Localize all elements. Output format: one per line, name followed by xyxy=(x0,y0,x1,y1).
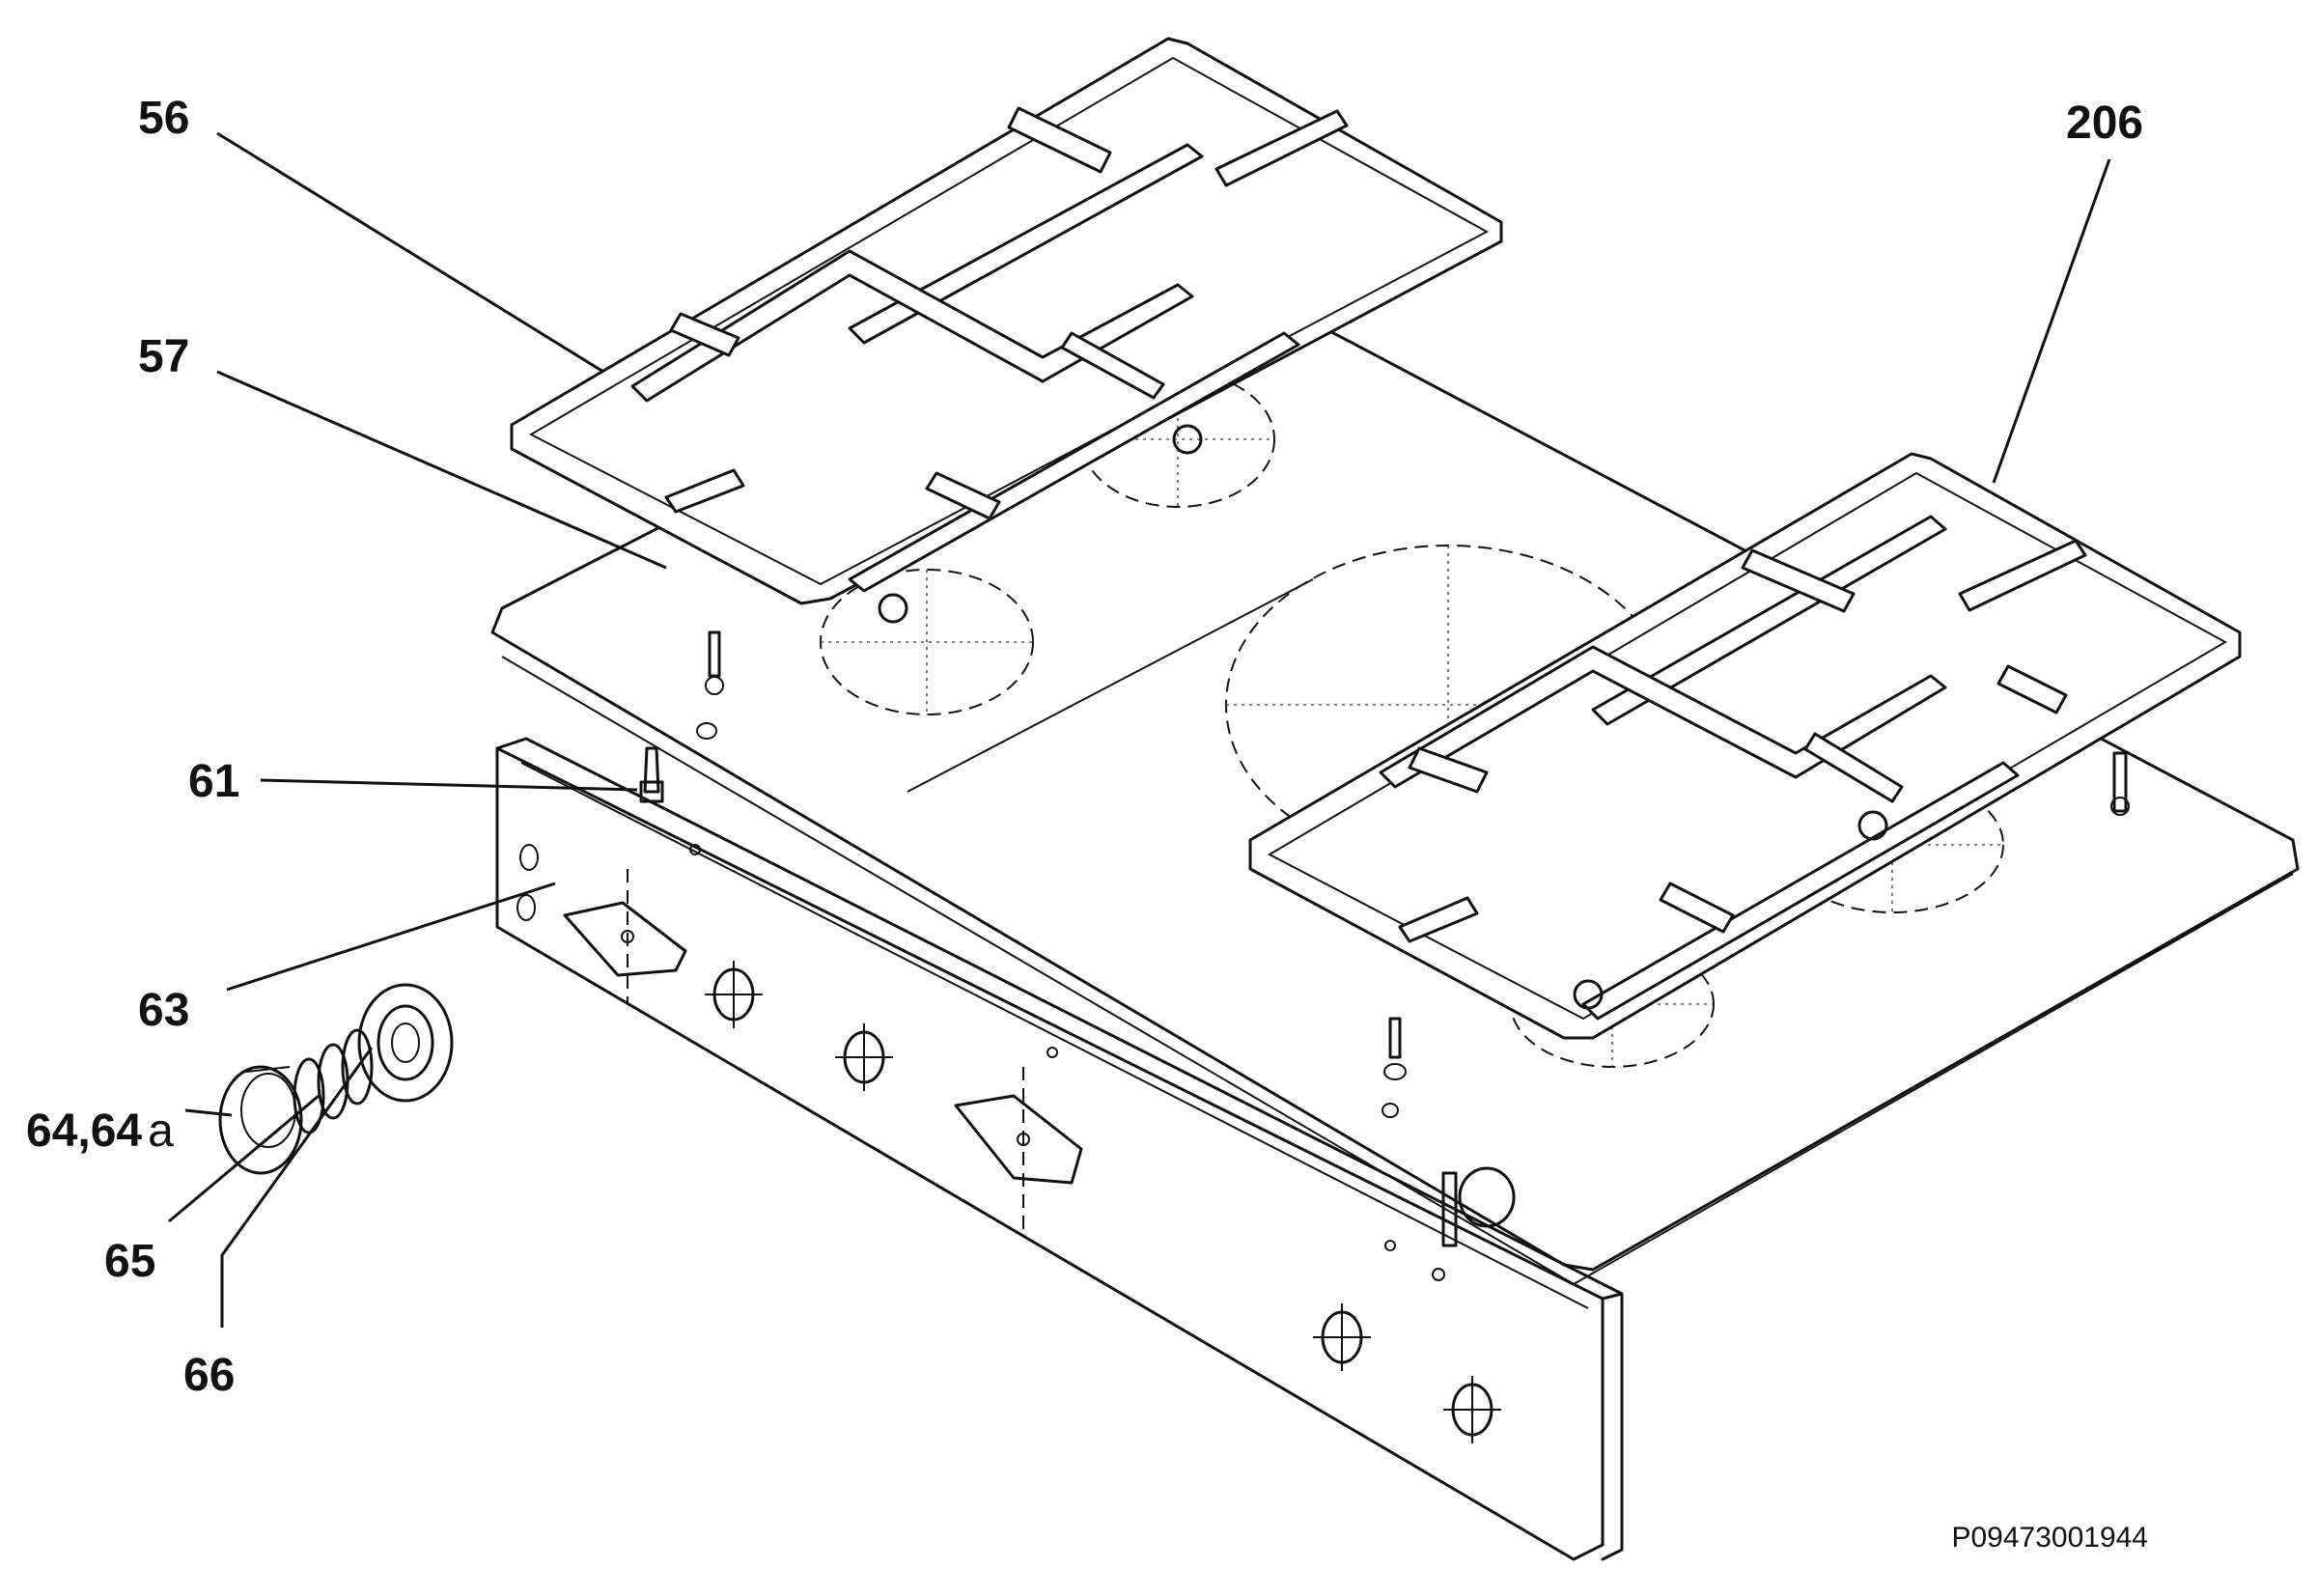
leader-206 xyxy=(1992,158,2111,484)
label-61: 61 xyxy=(188,756,239,807)
leader-63 xyxy=(226,882,556,992)
pan-support-left xyxy=(510,37,1503,624)
leader-56 xyxy=(216,131,604,374)
panel-bracket-left xyxy=(563,901,687,977)
label-56: 56 xyxy=(138,93,189,144)
label-64-suffix: a xyxy=(148,1106,174,1157)
knob-hole-3 xyxy=(1313,1303,1371,1371)
label-66: 66 xyxy=(183,1350,235,1401)
screw-panel xyxy=(1432,1166,1516,1281)
label-63: 63 xyxy=(138,985,189,1036)
screw-61 xyxy=(639,746,664,803)
screw-left xyxy=(696,630,724,740)
label-206: 206 xyxy=(2066,98,2143,149)
leader-66 xyxy=(220,1047,374,1328)
screw-right xyxy=(2110,751,2130,816)
leader-64 xyxy=(184,1108,233,1117)
knob-hole-2 xyxy=(835,1023,893,1091)
panel-bracket-right xyxy=(954,1094,1083,1185)
knob-hole-4 xyxy=(1443,1376,1501,1443)
control-panel xyxy=(495,737,1624,1561)
drawing-code: P09473001944 xyxy=(1951,1522,2148,1554)
leader-61 xyxy=(260,778,638,792)
screw-front xyxy=(1382,1017,1407,1118)
leader-57 xyxy=(216,370,667,570)
knob-hole-1 xyxy=(705,961,763,1028)
label-57: 57 xyxy=(138,331,189,382)
label-65: 65 xyxy=(104,1236,155,1287)
label-64-number: 64,64 xyxy=(26,1106,142,1157)
burner-recess-front-left xyxy=(820,569,1034,715)
leader-65 xyxy=(168,1094,320,1223)
control-knob-assembly xyxy=(218,983,454,1175)
leader-lines xyxy=(168,131,2111,1328)
pan-support-right xyxy=(1248,452,2242,1040)
bezel-66 xyxy=(357,983,454,1103)
